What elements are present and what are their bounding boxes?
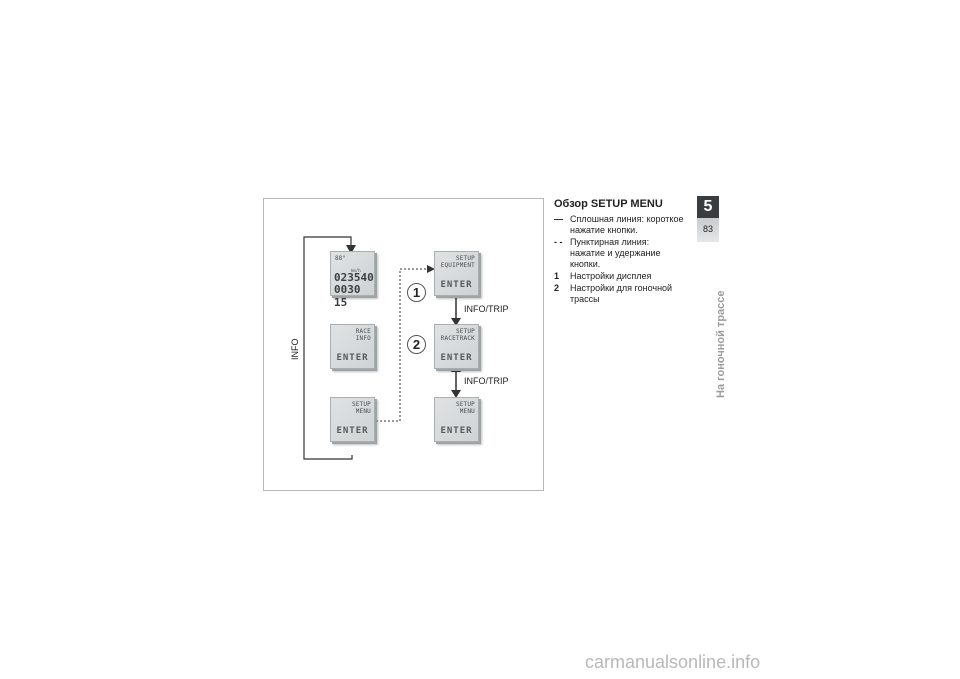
chapter-side-title: На гоночной трассе [715,290,727,398]
lcd-setup-equipment-screen: SETUP EQUIPMENT ENTER [434,251,479,296]
legend-item: 1 Настройки дисплея [554,271,686,282]
diagram-lines [303,236,461,460]
lcd-line2: INFO [355,335,371,342]
lcd-setup-menu-right-screen: SETUP MENU ENTER [434,397,479,442]
chapter-tab: 5 83 [697,196,719,242]
legend-item: - - Пунктирная линия: нажатие и удержани… [554,237,686,270]
lcd-line2: RACETRACK [440,335,475,342]
info-trip-label-2: INFO/TRIP [464,376,509,386]
lcd-enter-label: ENTER [440,426,473,436]
lcd-line1: RACE [355,328,371,335]
lcd-unit: km/h [351,268,361,273]
lcd-line2: MENU [355,408,371,415]
lcd-enter-label: ENTER [440,280,473,290]
hold-dashed-line [376,268,427,422]
arrow-1-down [451,318,461,326]
legend-key: 1 [554,271,560,281]
lcd-line2: EQUIPMENT [440,262,475,269]
section-heading: Обзор SETUP MENU [554,198,663,210]
legend-item: — Сплошная линия: короткое нажатие кнопк… [554,214,686,236]
legend-text: Пунктирная линия: нажатие и удержание кн… [570,237,661,269]
lcd-enter-label: ENTER [336,426,369,436]
lcd-temp: 88° [335,255,346,262]
arrow-2-down [451,390,461,398]
lcd-trip-value: 0030 15 [334,283,361,309]
chapter-number: 5 [703,198,713,215]
page-number: 83 [702,224,713,234]
info-loop-label: INFO [290,338,300,361]
setup-menu-diagram: 88° km/h 023540 0030 15 RACE INFO ENTER … [263,198,544,491]
lcd-line1: SETUP [455,328,475,335]
callout-1: 1 [407,283,426,302]
lcd-setup-racetrack-screen: SETUP RACETRACK ENTER [434,324,479,369]
info-loop-line [303,236,353,460]
callout-2: 2 [407,335,426,354]
lcd-odometer-screen: 88° km/h 023540 0030 15 [330,251,375,309]
lcd-line1: SETUP [351,401,371,408]
legend-key: - - [554,237,563,247]
lcd-odo-value: 023540 [334,271,374,284]
dashed-arrowhead [427,265,435,273]
info-loop-arrowhead [346,245,356,254]
legend-item: 2 Настройки для гоночной трассы [554,283,686,305]
legend-text: Настройки дисплея [570,271,652,281]
lcd-setup-menu-left-screen: SETUP MENU ENTER [330,397,375,442]
legend-key: — [554,214,563,224]
watermark: carmanualsonline.info [585,652,761,672]
info-trip-label-1: INFO/TRIP [464,304,509,314]
lcd-enter-label: ENTER [336,353,369,363]
lcd-enter-label: ENTER [440,353,473,363]
lcd-line2: MENU [459,408,475,415]
legend-key: 2 [554,283,560,293]
legend-text: Сплошная линия: короткое нажатие кнопки. [570,214,684,235]
legend-text: Настройки для гоночной трассы [570,283,673,304]
lcd-line1: SETUP [455,255,475,262]
lcd-race-info-screen: RACE INFO ENTER [330,324,375,369]
legend-list: — Сплошная линия: короткое нажатие кнопк… [554,214,686,306]
lcd-line1: SETUP [455,401,475,408]
